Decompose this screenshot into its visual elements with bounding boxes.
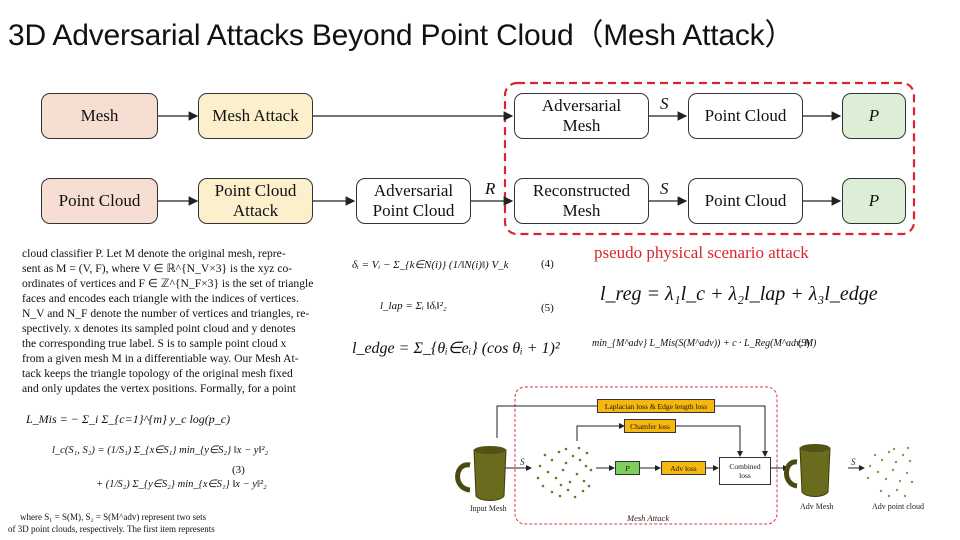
pipeline-s-label: S (520, 457, 525, 467)
pipeline-s-label-2: S (851, 457, 856, 467)
point-cloud-mug (536, 446, 593, 499)
equation-number-4: (4) (541, 258, 554, 270)
s-label-row1: S (660, 94, 669, 113)
point-cloud-attack-line1: Point Cloud (214, 180, 297, 200)
input-mesh-mug (455, 446, 507, 501)
paper-footer-line2: of 3D point clouds, respectively. The fi… (8, 524, 215, 534)
p-box-row1: P (842, 93, 906, 139)
laplacian-edge-loss-tag: Laplacian loss & Edge length loss (597, 399, 715, 413)
paper-line: the corresponding true label. S is to sa… (22, 337, 287, 350)
point-cloud-input-label: Point Cloud (58, 190, 141, 210)
mesh-label: Mesh (80, 105, 119, 125)
equation-chamfer-2: + (1/S₂) Σ_{y∈S₂} min_{x∈S₁} ‖x − y‖²₂ (96, 479, 267, 490)
adv-loss-tag: Adv loss (661, 461, 706, 475)
equation-opt: min_{M^adv} L_Mis(S(M^adv)) + c · L_Reg(… (592, 338, 817, 349)
adv-point-cloud-mug (866, 446, 914, 498)
paper-line: cloud classifier P. Let M denote the ori… (22, 247, 286, 260)
point-cloud-attack-line2: Attack (232, 201, 279, 220)
paper-line: ordinates of vertices and F ∈ ℤ^{N_F×3} … (22, 277, 314, 290)
s-label-row2: S (660, 179, 669, 198)
mesh-attack-region (514, 386, 778, 525)
input-mesh-label: Input Mesh (470, 504, 507, 513)
combined-loss-line1: Combined (729, 462, 761, 471)
equation-number-5: (5) (541, 302, 554, 314)
mesh-box: Mesh (41, 93, 158, 139)
reconstructed-mesh-line2: Mesh (562, 201, 601, 220)
equation-lmis: L_Mis = − Σ_i Σ_{c=1}^{m} y_c log(p_c) (26, 412, 231, 426)
combined-loss-tag: Combined loss (719, 457, 771, 485)
r-label: R (485, 179, 496, 198)
point-cloud-box-row1: Point Cloud (688, 93, 803, 139)
adversarial-mesh-line2: Mesh (562, 116, 601, 135)
point-cloud-input-box: Point Cloud (41, 178, 158, 224)
paper-line: sent as M = (V, F), where V ∈ ℝ^{N_V×3} … (22, 262, 293, 275)
equation-number-9: (9) (798, 338, 810, 349)
adv-point-cloud-label: Adv point cloud (872, 502, 924, 511)
paper-line: faces and encodes each triangle with the… (22, 292, 299, 305)
paper-line: N_V and N_F denote the number of vertice… (22, 307, 310, 320)
p-label-row2: P (868, 190, 880, 210)
equation-reg: l_reg = λ₁l_c + λ₂l_lap + λ₃l_edge (600, 283, 878, 305)
adversarial-point-cloud-line2: Point Cloud (372, 201, 455, 220)
adversarial-point-cloud-box: Adversarial Point Cloud (356, 178, 471, 224)
dashed-region (503, 81, 916, 236)
combined-loss-line2: loss (739, 471, 751, 480)
reconstructed-mesh-box: Reconstructed Mesh (514, 178, 649, 224)
paper-line: and only updates the vertex positions. F… (22, 382, 296, 395)
adversarial-mesh-line1: Adversarial (541, 95, 622, 115)
equation-delta: δᵢ = Vᵢ − Σ_{k∈N(i)} (1/‖N(i)‖) V_k (352, 259, 509, 271)
dashed-region-caption: pseudo physical scenario attack (594, 243, 809, 262)
p-box-row2: P (842, 178, 906, 224)
adversarial-point-cloud-line1: Adversarial (373, 180, 454, 200)
point-cloud-label-row1: Point Cloud (704, 105, 787, 125)
adv-mesh-label: Adv Mesh (800, 502, 834, 511)
equation-edge: l_edge = Σ_{θᵢ∈eᵢ} (cos θᵢ + 1)² (352, 340, 560, 357)
mesh-attack-box: Mesh Attack (198, 93, 313, 139)
slide-title: 3D Adversarial Attacks Beyond Point Clou… (8, 19, 795, 52)
paper-line: tack keeps the triangle topology of the … (22, 367, 293, 380)
adversarial-mesh-box: Adversarial Mesh (514, 93, 649, 139)
reconstructed-mesh-line1: Reconstructed (532, 180, 631, 200)
paper-footer-line1: where S₁ = S(M), S₂ = S(M^adv) represent… (20, 512, 207, 522)
equation-number-3: (3) (232, 464, 245, 476)
p-tag: P (615, 461, 640, 475)
adv-mesh-mug (784, 444, 831, 497)
paper-line: from a given mesh M in a differentiable … (22, 352, 299, 365)
equation-lap: l_lap = Σᵢ ‖δᵢ‖²₂ (380, 300, 447, 312)
paper-line: spectively. x denotes its sampled point … (22, 322, 296, 335)
point-cloud-attack-box: Point Cloud Attack (198, 178, 313, 224)
mesh-attack-caption: Mesh Attack (627, 513, 670, 523)
point-cloud-box-row2: Point Cloud (688, 178, 803, 224)
equation-chamfer-1: l_c(S₁, S₂) = (1/S₁) Σ_{x∈S₁} min_{y∈S₂}… (52, 445, 269, 456)
p-label-row1: P (868, 105, 880, 125)
mesh-attack-label: Mesh Attack (212, 105, 299, 125)
point-cloud-label-row2: Point Cloud (704, 190, 787, 210)
chamfer-loss-tag: Chamfer loss (624, 419, 676, 433)
